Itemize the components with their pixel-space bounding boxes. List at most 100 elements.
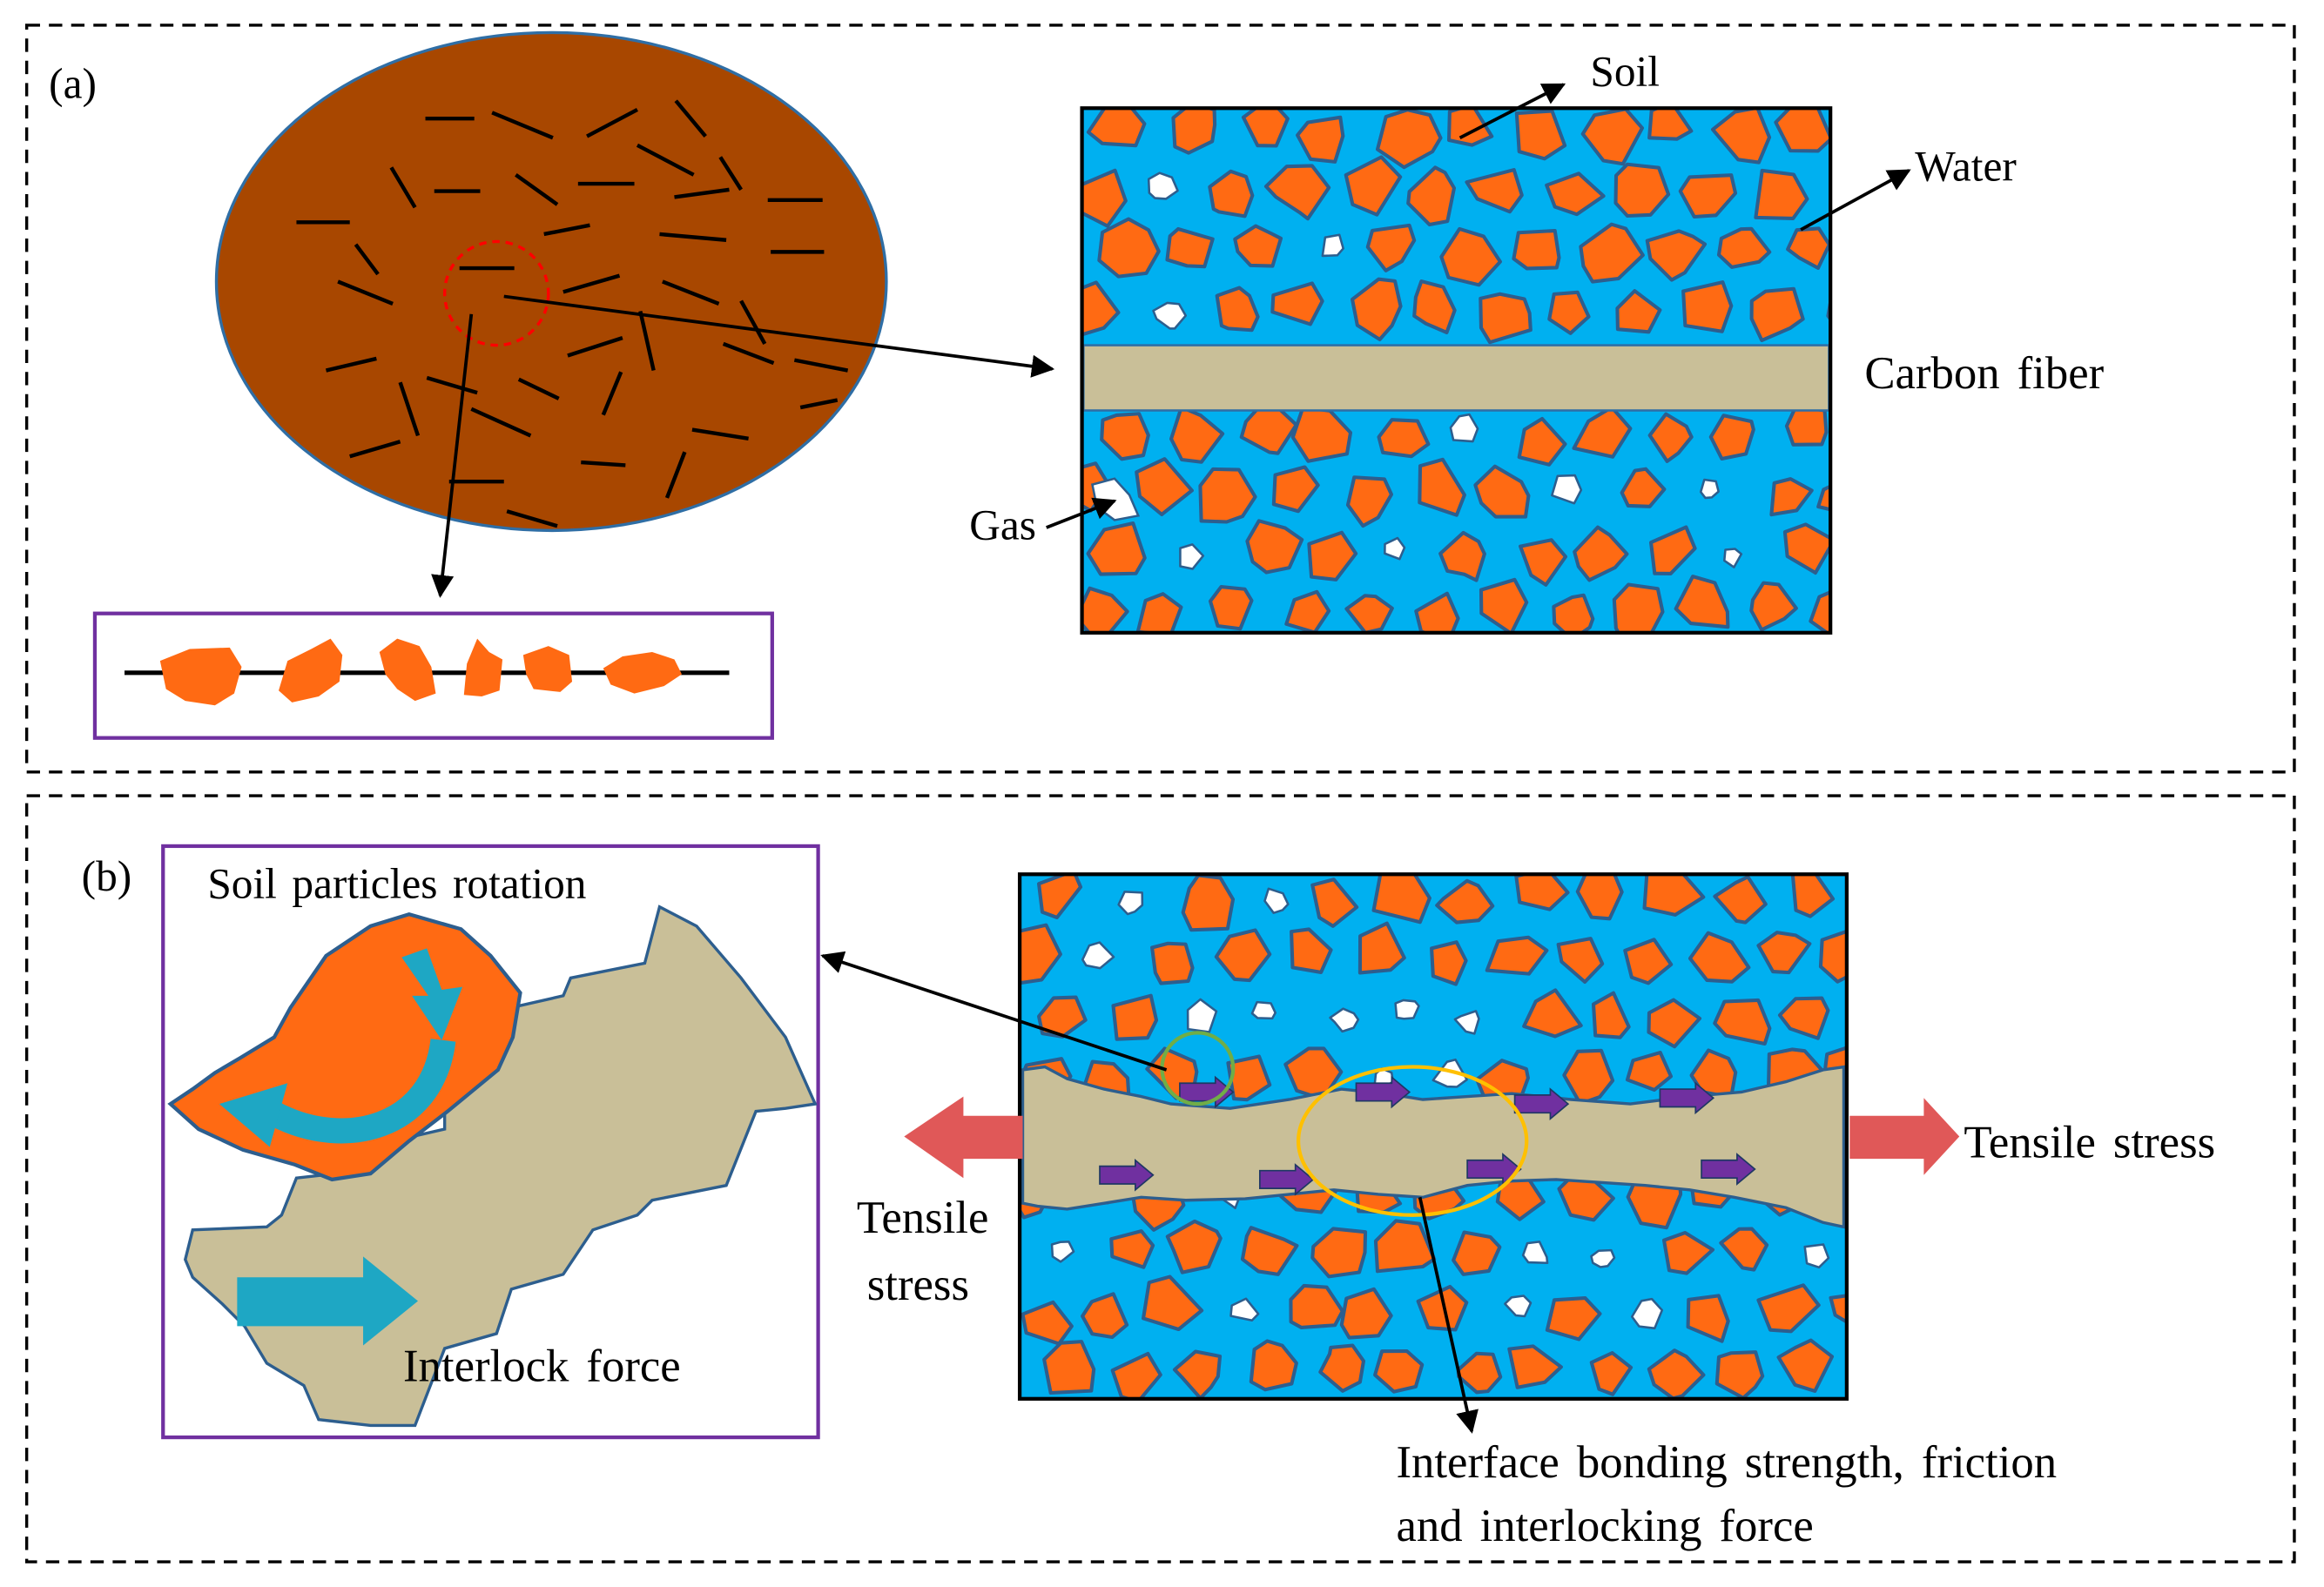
short-fiber-line bbox=[739, 299, 767, 345]
composite-specimen-ellipse bbox=[214, 30, 888, 533]
gas-bubble bbox=[1050, 1241, 1075, 1263]
soil-particle bbox=[1647, 412, 1694, 463]
soil-particle bbox=[1438, 530, 1486, 582]
soil-particle bbox=[1169, 405, 1225, 464]
short-fiber-line bbox=[674, 187, 730, 199]
carbon-fiber-under-tension bbox=[1021, 1065, 1846, 1229]
interlock-label: Interlock force bbox=[403, 1341, 681, 1391]
soil-particle bbox=[1418, 457, 1466, 517]
soil-particle bbox=[1613, 162, 1671, 219]
soil-particle bbox=[1263, 164, 1331, 221]
soil-particle bbox=[1296, 115, 1345, 164]
tensile-arrow-right bbox=[1849, 1098, 1960, 1175]
soil-particle bbox=[522, 646, 573, 692]
interface-stress-arrow bbox=[1258, 1163, 1315, 1196]
soil-particle bbox=[1215, 286, 1260, 333]
microstructure-box-a-border bbox=[1080, 106, 1833, 635]
soil-particle bbox=[1165, 1219, 1223, 1274]
panel-b-frame bbox=[24, 794, 2296, 1563]
tensile-stress-right-label: Tensile stress bbox=[1964, 1117, 2215, 1167]
short-fiber-line bbox=[325, 356, 377, 373]
interface-label-line2: and interlocking force bbox=[1396, 1501, 1813, 1551]
soil-particle bbox=[1562, 1048, 1615, 1106]
soil-particle bbox=[1620, 467, 1667, 508]
gas-bubble bbox=[1186, 998, 1218, 1033]
soil-particle bbox=[1310, 878, 1359, 928]
particles-below-fiber-a bbox=[1081, 403, 1831, 633]
gas-bubble bbox=[1630, 1297, 1664, 1330]
soil-particle bbox=[1270, 281, 1324, 326]
panel-a-frame bbox=[24, 24, 2296, 774]
soil-particle bbox=[1749, 581, 1798, 632]
soil-particle bbox=[1465, 168, 1524, 214]
soil-particle bbox=[1623, 938, 1674, 985]
tensile-arrow-left bbox=[904, 1096, 1023, 1179]
short-fiber-line bbox=[398, 381, 421, 437]
soil-particle bbox=[1351, 277, 1403, 342]
soil-particle bbox=[1749, 286, 1805, 343]
soil-particle bbox=[1589, 1351, 1634, 1396]
soil-particle bbox=[1365, 223, 1417, 272]
soil-particle bbox=[1754, 168, 1809, 220]
soil-particle bbox=[1452, 1230, 1502, 1276]
short-fiber-line bbox=[517, 377, 560, 400]
gas-bubble bbox=[1117, 891, 1144, 916]
soil-particle bbox=[1208, 585, 1254, 631]
soil-particle bbox=[1573, 525, 1629, 582]
soil-pointer-arrow bbox=[1458, 83, 1566, 139]
soil-particle bbox=[1782, 522, 1831, 575]
soil-particle bbox=[1208, 169, 1255, 219]
gas-bubble bbox=[1449, 413, 1479, 443]
soil-particle bbox=[1648, 525, 1697, 575]
soil-particle bbox=[1097, 217, 1161, 279]
interface-highlight-ellipse bbox=[1296, 1065, 1529, 1217]
soil-particle bbox=[463, 638, 503, 697]
carbon-fiber-band bbox=[1082, 344, 1830, 412]
gas-bubble bbox=[1803, 1243, 1830, 1269]
soil-particle bbox=[1479, 577, 1529, 633]
short-fiber-line bbox=[638, 310, 656, 372]
soil-particle bbox=[1579, 222, 1645, 284]
soil-particle bbox=[1406, 165, 1457, 227]
soil-particle bbox=[159, 647, 242, 706]
soil-particle bbox=[1774, 108, 1831, 153]
soil-particle bbox=[1135, 457, 1194, 517]
soil-particle bbox=[1181, 874, 1236, 932]
soil-particle bbox=[1377, 418, 1431, 459]
soil-particle bbox=[1756, 931, 1812, 975]
soil-particle bbox=[1344, 594, 1394, 633]
soil-particle bbox=[1037, 874, 1083, 920]
soil-particle bbox=[1435, 878, 1495, 925]
interface-stress-arrow bbox=[1659, 1081, 1715, 1115]
soil-particle bbox=[1375, 108, 1443, 170]
panel-a: (a) Soil Water Carbon f bbox=[24, 24, 2296, 774]
soil-particle bbox=[1678, 173, 1738, 219]
gas-bubble bbox=[1453, 1010, 1480, 1035]
soil-particle bbox=[1756, 1283, 1821, 1334]
gas-bubble bbox=[1504, 1294, 1532, 1318]
carbon-fiber-label: Carbon fiber bbox=[1864, 348, 2104, 399]
short-fiber-line bbox=[515, 173, 559, 206]
soil-particle bbox=[1647, 108, 1694, 141]
short-fiber-line bbox=[691, 427, 749, 441]
panel-b-label: (b) bbox=[82, 852, 132, 900]
gas-bubble bbox=[1521, 1241, 1549, 1265]
soil-particle bbox=[1552, 593, 1595, 633]
soil-particle bbox=[1647, 998, 1702, 1049]
soil-particle bbox=[279, 638, 343, 703]
soil-particle bbox=[1100, 412, 1150, 461]
soil-particle bbox=[1021, 1300, 1074, 1346]
gas-label: Gas bbox=[969, 501, 1036, 549]
rotation-arrow-head-left bbox=[219, 1083, 288, 1147]
soil-particle bbox=[1514, 109, 1567, 161]
soil-particle bbox=[1198, 467, 1257, 524]
soil-particle bbox=[1241, 108, 1290, 148]
soil-particle bbox=[1165, 226, 1215, 269]
gas-bubble bbox=[1250, 1000, 1277, 1020]
soil-particle bbox=[1042, 1340, 1096, 1395]
zoom-arrow-to-inset bbox=[431, 313, 474, 598]
soil-particle bbox=[1172, 1349, 1223, 1399]
gas-bubble bbox=[1723, 548, 1743, 568]
short-fiber-line bbox=[470, 407, 532, 438]
